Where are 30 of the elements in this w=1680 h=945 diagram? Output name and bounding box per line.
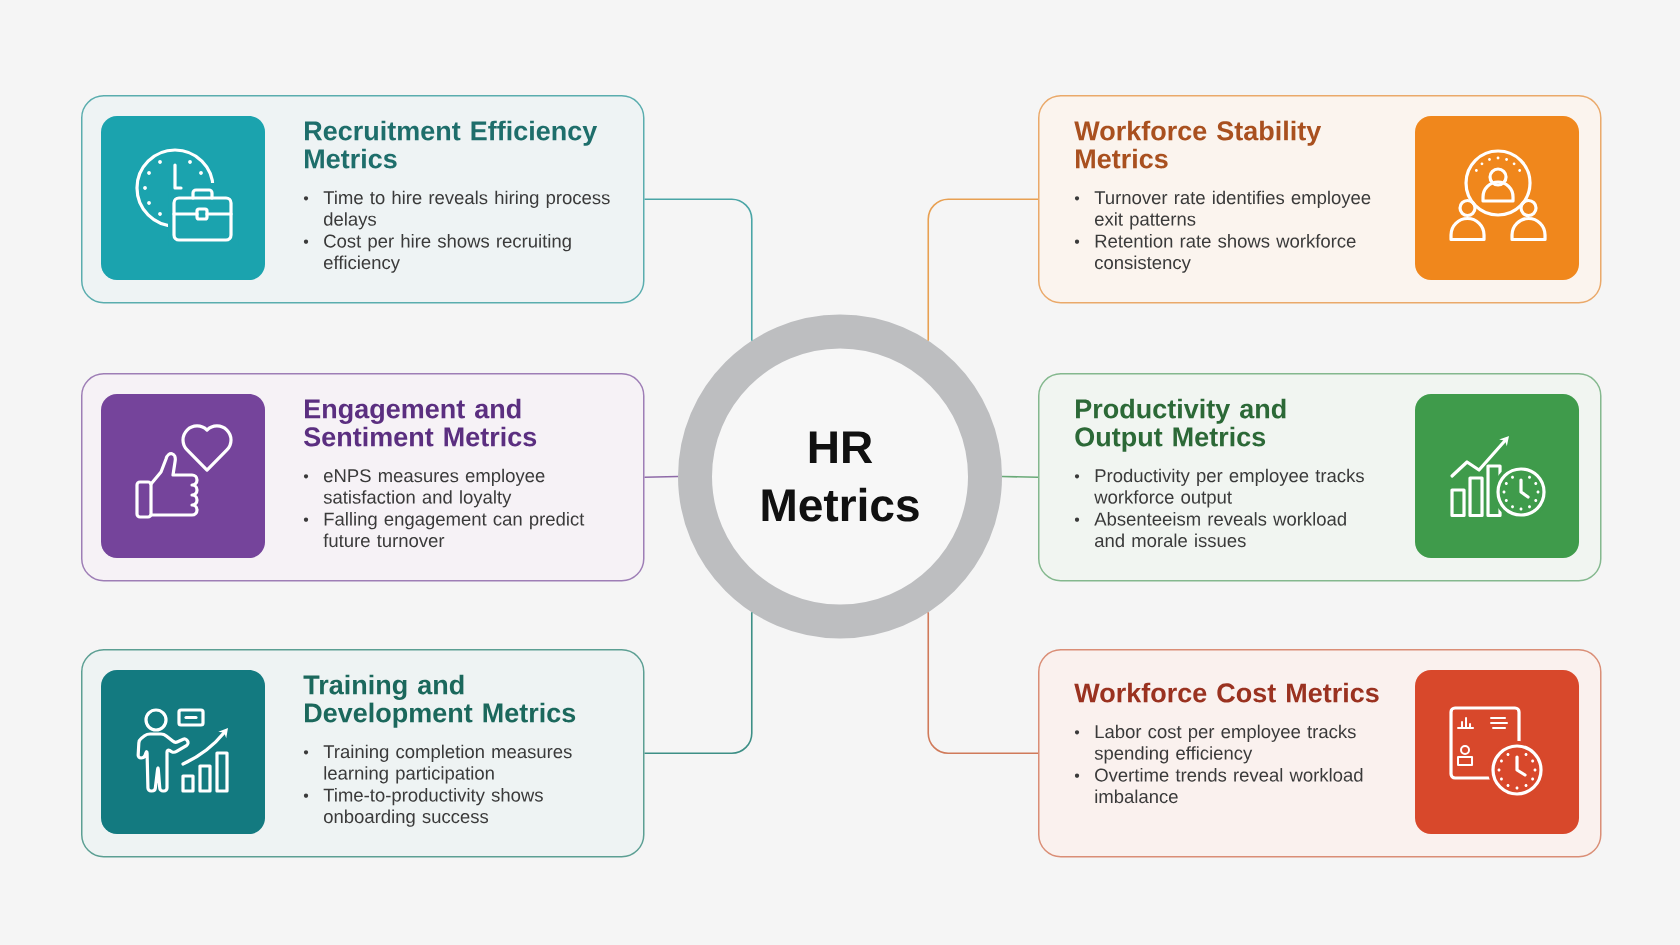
connector-line [643,475,679,479]
metric-card [81,373,645,582]
metric-card [81,649,645,858]
bullet-text: Time-to-productivity shows onboarding success [323,788,543,827]
bullet-text: eNPS measures employee satisfaction and loyalty [323,468,545,508]
card-title: Workforce Cost Metrics [1074,682,1379,703]
bullet-text: Turnover rate identifies employee exit patterns [1094,190,1371,230]
metric-card [81,95,645,304]
card-title: Engagement and Sentiment Metrics [304,398,537,447]
bullet-text: Overtime trends reveal workload imbalance [1095,768,1363,804]
bullet-text: Retention rate shows workforce consistency [1095,234,1356,273]
card-title: Training and Development Metrics [303,674,576,728]
bullet-text: Time to hire reveals hiring process delays [323,190,610,230]
bullet-text: Training completion measures learning participation [323,744,572,784]
metric-card [1038,649,1602,858]
metric-card [1038,373,1602,582]
bullet-text: Labor cost per employee tracks spending efficiency [1094,724,1356,764]
connector-line [1001,475,1039,479]
connector-line [927,198,1039,342]
card-title: Recruitment Efficiency Metrics [305,120,598,169]
bullet-text: Cost per hire shows recruiting efficiency [324,234,571,273]
card-title: Productivity and Output Metrics [1075,398,1286,452]
connector-line [643,611,753,755]
bullet-text: Falling engagement can predict future turnover [323,512,585,548]
connector-line [643,198,753,342]
bullet-text: Absenteeism reveals workload and morale issues [1094,512,1346,548]
metric-card [1038,95,1602,304]
connector-line [927,611,1039,755]
bullet-text: Productivity per employee tracks workforce output [1094,468,1364,508]
card-title: Workforce Stability Metrics [1074,120,1322,169]
